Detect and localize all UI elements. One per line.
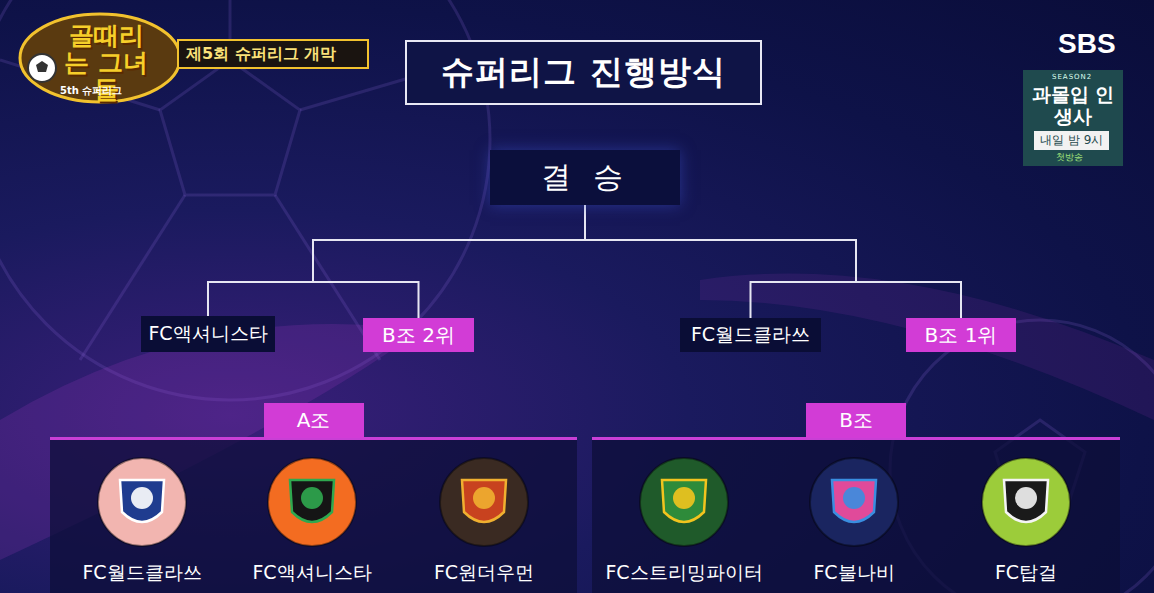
final-box: 결 승 — [490, 150, 680, 205]
logo-shield — [120, 480, 164, 522]
bracket-connector — [208, 205, 585, 316]
logo-circle — [268, 458, 356, 546]
show-logo-plate — [20, 14, 180, 102]
team-entry: FC월드클라쓰 — [57, 453, 227, 591]
promo-time: 내일 밤 9시 — [1034, 131, 1109, 150]
logo-emblem — [473, 487, 495, 509]
logo-emblem — [673, 487, 695, 509]
group-tab: B조 — [806, 403, 906, 438]
season-tag: 5th 슈퍼리그 — [60, 84, 122, 98]
team-logo — [266, 456, 358, 548]
logo-shield — [662, 480, 706, 522]
team-logo — [638, 456, 730, 548]
logo-shield — [462, 480, 506, 522]
broadcaster-logo: SBS — [1058, 28, 1116, 60]
logo-emblem — [131, 487, 153, 509]
ball-icon-patch — [36, 61, 48, 72]
group-tab: A조 — [264, 403, 364, 438]
logo-shield — [290, 480, 334, 522]
promo-note: 첫방송 — [1056, 151, 1083, 164]
logo-emblem — [1015, 487, 1037, 509]
logo-shield — [832, 480, 876, 522]
team-entry: FC원더우먼 — [399, 453, 569, 591]
group-panel: B조 FC스트리밍파이터 FC불나비 FC탑걸 — [592, 403, 1120, 593]
seed-text: B조 2위 — [382, 322, 455, 349]
bracket-connector — [313, 205, 585, 318]
seed-text: B조 1위 — [925, 322, 998, 349]
logo-circle — [982, 458, 1070, 546]
ball-icon — [28, 54, 56, 82]
team-logo — [980, 456, 1072, 548]
team-entry: FC액셔니스타 — [227, 453, 397, 591]
logo-circle — [640, 458, 728, 546]
bracket-connector — [585, 205, 961, 318]
group-panel: A조 FC월드클라쓰 FC액셔니스타 FC원더우먼 — [50, 403, 577, 593]
logo-circle — [810, 458, 898, 546]
promo-title: 과몰입 인생사 — [1028, 83, 1118, 127]
promo-season: SEASON2 — [1052, 73, 1092, 81]
team-entry: FC탑걸 — [941, 453, 1111, 591]
team-logo — [808, 456, 900, 548]
logo-circle — [98, 458, 186, 546]
team-entry: FC스트리밍파이터 — [599, 453, 769, 591]
logo-emblem — [843, 487, 865, 509]
seed-box: FC월드클라쓰 — [680, 318, 821, 352]
team-logo — [96, 456, 188, 548]
group-tab-text: A조 — [297, 407, 331, 434]
team-name: FC탑걸 — [995, 560, 1057, 586]
seed-text: FC액셔니스타 — [148, 321, 267, 347]
group-tab-text: B조 — [839, 407, 873, 434]
team-name: FC원더우먼 — [434, 560, 534, 586]
final-text: 결 승 — [541, 157, 629, 198]
banner-text: 제5회 슈퍼리그 개막 — [186, 44, 336, 65]
team-entry: FC불나비 — [769, 453, 939, 591]
seed-box: FC액셔니스타 — [141, 316, 274, 352]
bracket-connector — [585, 205, 856, 318]
title-box: 슈퍼리그 진행방식 — [405, 40, 762, 105]
seed-box: B조 1위 — [906, 318, 1016, 352]
logo-shield — [1004, 480, 1048, 522]
logo-emblem — [301, 487, 323, 509]
seed-box: B조 2위 — [363, 318, 474, 352]
team-name: FC불나비 — [813, 560, 894, 586]
team-logo — [438, 456, 530, 548]
team-name: FC액셔니스타 — [252, 560, 371, 586]
team-name: FC월드클라쓰 — [82, 560, 201, 586]
title-text: 슈퍼리그 진행방식 — [441, 50, 726, 95]
team-name: FC스트리밍파이터 — [605, 560, 762, 586]
promo-box — [1023, 70, 1123, 166]
seed-text: FC월드클라쓰 — [691, 322, 810, 348]
banner-plate — [178, 40, 368, 68]
logo-circle — [440, 458, 528, 546]
